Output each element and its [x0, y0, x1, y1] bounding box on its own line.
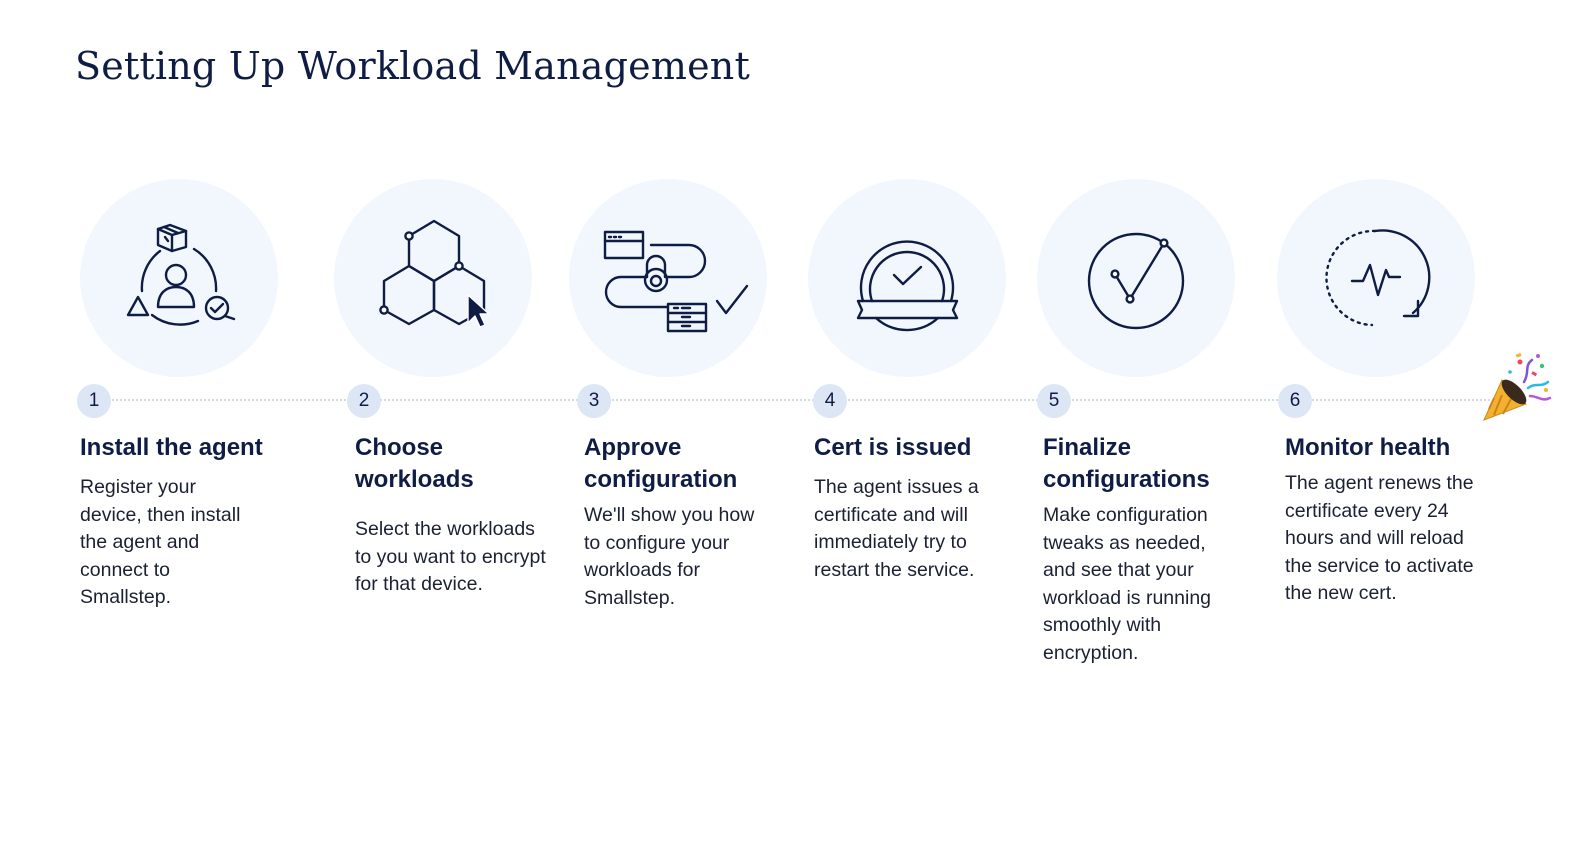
step-3-number-badge: 3 — [577, 384, 611, 418]
step-2-description: Select the workloads to you want to encr… — [355, 518, 546, 596]
step-3-title: Approve configuration — [584, 434, 738, 493]
step-5-description: Make configuration tweaks as needed, and… — [1043, 504, 1212, 664]
page-title: Setting Up Workload Management — [75, 44, 750, 88]
agent-install-icon — [126, 223, 236, 326]
step-6-number-badge: 6 — [1278, 384, 1312, 418]
timeline-dotted-line — [95, 399, 1490, 401]
step-1: Install the agent Register your device, … — [80, 432, 295, 612]
check-circle-icon — [1087, 232, 1185, 330]
step-5-icon-circle — [1037, 179, 1235, 377]
step-4-description: The agent issues a certificate and will … — [814, 476, 979, 581]
step-1-title: Install the agent — [80, 434, 263, 461]
step-6-title: Monitor health — [1285, 434, 1451, 461]
step-4-title: Cert is issued — [814, 434, 972, 461]
step-4: Cert is issued The agent issues a certif… — [814, 432, 1014, 584]
step-4-icon-circle — [808, 179, 1006, 377]
party-popper-icon — [1483, 353, 1552, 421]
hexagon-cluster-icon — [379, 219, 490, 328]
step-1-description: Register your device, then install the a… — [80, 476, 241, 609]
step-3: Approve configuration We'll show you how… — [584, 432, 784, 612]
step-2: Choose workloads Select the workloads to… — [355, 432, 555, 599]
step-1-number-badge: 1 — [77, 384, 111, 418]
cursor-icon — [467, 294, 490, 328]
step-2-number-badge: 2 — [347, 384, 381, 418]
health-monitor-icon — [1325, 229, 1431, 327]
step-6: Monitor health The agent renews the cert… — [1285, 432, 1500, 608]
certificate-badge-icon — [856, 240, 959, 332]
step-1-icon-circle — [80, 179, 278, 377]
step-3-icon-circle — [569, 179, 767, 377]
step-3-description: We'll show you how to configure your wor… — [584, 504, 755, 609]
config-approval-icon — [603, 230, 749, 333]
step-5-title: Finalize configurations — [1043, 434, 1210, 493]
step-6-icon-circle — [1277, 179, 1475, 377]
step-2-title: Choose workloads — [355, 434, 474, 493]
step-5: Finalize configurations Make configurati… — [1043, 432, 1253, 668]
step-4-number-badge: 4 — [813, 384, 847, 418]
step-6-description: The agent renews the certificate every 2… — [1285, 472, 1474, 605]
step-5-number-badge: 5 — [1037, 384, 1071, 418]
step-2-icon-circle — [334, 179, 532, 377]
